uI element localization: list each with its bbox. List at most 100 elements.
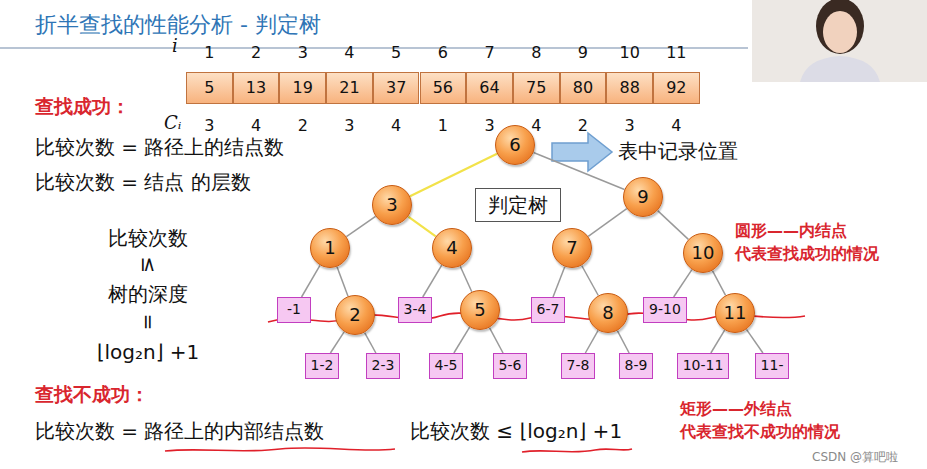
external-node-rect: 4-5	[429, 353, 464, 379]
external-node-rect: 8-9	[619, 353, 654, 379]
formula-text: 树的深度	[108, 283, 188, 306]
legend-note: 矩形——外结点	[680, 400, 792, 418]
array-cell: 75	[513, 72, 560, 104]
array-cell: 80	[560, 72, 607, 104]
tree-edge	[460, 266, 472, 292]
formula-text: 比较次数 = 结点 的层数	[35, 171, 251, 194]
compare-count: 2	[298, 117, 308, 135]
node-text: 5-6	[499, 358, 522, 373]
array-cell: 37	[373, 72, 420, 104]
node-text: 8-9	[625, 358, 648, 373]
tree-edge	[423, 265, 442, 297]
array-cell: 13	[233, 72, 280, 104]
external-node-rect: 7-8	[561, 353, 596, 379]
legend-note: 圆形——内结点	[735, 222, 847, 240]
internal-node-circle: 3	[372, 185, 412, 225]
tree-edge	[585, 330, 598, 353]
internal-node-circle: 9	[623, 177, 663, 217]
compare-count: 3	[344, 117, 354, 135]
array-cell: 88	[606, 72, 653, 104]
relation-symbol: ≤	[137, 257, 160, 274]
tree-edge	[365, 333, 376, 353]
external-node-rect: 2-3	[366, 353, 401, 379]
watermark: CSDN @算吧啦	[812, 451, 898, 465]
external-node-rect: -1	[277, 297, 311, 323]
tree-edge	[712, 271, 725, 296]
red-underline	[522, 449, 632, 452]
node-text: 1-2	[311, 358, 334, 373]
compare-count: 3	[625, 117, 635, 135]
compare-count: 1	[438, 117, 448, 135]
tree-edge	[534, 153, 625, 190]
node-text: 3-4	[404, 302, 427, 317]
node-text: 2	[349, 305, 360, 325]
tree-edge	[582, 265, 599, 295]
compare-count: 4	[391, 117, 401, 135]
node-text: 9	[637, 187, 648, 207]
arrow-caption: 表中记录位置	[618, 140, 738, 163]
node-text: 10	[692, 243, 715, 263]
tree-edge	[674, 270, 692, 297]
node-text: 7-8	[567, 358, 590, 373]
external-node-rect: 1-2	[305, 353, 340, 379]
index-number: 9	[578, 44, 588, 62]
caption-box: 判定树	[475, 188, 561, 222]
node-text: 判定树	[488, 194, 548, 216]
tree-edge	[346, 216, 375, 236]
internal-node-circle: 10	[683, 233, 723, 273]
node-text: 8	[602, 303, 613, 323]
node-text: 1	[324, 238, 335, 258]
tree-edge	[746, 329, 762, 353]
row-header: i	[172, 36, 178, 57]
index-number: 6	[438, 44, 448, 62]
tree-edge	[408, 217, 435, 237]
external-node-rect: 9-10	[643, 297, 687, 323]
node-text: 10-11	[683, 358, 724, 373]
formula-text: 比较次数 = 路径上的内部结点数	[35, 420, 324, 443]
node-text: 6-7	[537, 302, 560, 317]
node-text: 6	[509, 135, 520, 155]
internal-node-circle: 2	[335, 295, 375, 335]
index-number: 2	[251, 44, 261, 62]
tree-edge	[302, 265, 320, 297]
tree-edge	[553, 267, 565, 297]
node-text: 11-	[761, 358, 784, 373]
array-cell: 92	[653, 72, 700, 104]
formula-text: 比较次数 = 路径上的结点数	[35, 136, 284, 159]
internal-node-circle: 8	[588, 293, 628, 333]
section-heading: 查找不成功：	[35, 384, 149, 406]
array-cell: 5	[186, 72, 233, 104]
external-node-rect: 11-	[755, 353, 790, 379]
external-node-rect: 5-6	[493, 353, 528, 379]
block-arrow	[552, 133, 612, 171]
node-text: -1	[287, 302, 301, 317]
internal-node-circle: 7	[552, 228, 592, 268]
tree-edge	[330, 332, 344, 353]
slide-title: 折半查找的性能分析 - 判定树	[35, 12, 321, 37]
compare-count: 2	[578, 117, 588, 135]
index-number: 7	[484, 44, 494, 62]
index-number: 5	[391, 44, 401, 62]
array-cell: 19	[279, 72, 326, 104]
array-cell: 56	[420, 72, 467, 104]
internal-node-circle: 11	[715, 293, 755, 333]
node-text: 2-3	[372, 358, 395, 373]
index-number: 4	[344, 44, 354, 62]
node-text: 9-10	[649, 302, 681, 317]
internal-node-circle: 4	[432, 228, 472, 268]
node-text: 11	[724, 303, 747, 323]
internal-node-circle: 5	[460, 290, 500, 330]
relation-symbol: =	[137, 314, 160, 331]
array-cell: 21	[326, 72, 373, 104]
section-heading: 查找成功：	[35, 96, 130, 118]
tree-edge	[658, 211, 689, 240]
index-number: 1	[204, 44, 214, 62]
internal-node-circle: 6	[495, 125, 535, 165]
compare-count: 4	[531, 117, 541, 135]
tree-edge	[617, 331, 629, 353]
presenter-face	[823, 11, 857, 53]
tree-edge	[711, 330, 725, 353]
node-text: 3	[386, 195, 397, 215]
node-text: 7	[566, 238, 577, 258]
